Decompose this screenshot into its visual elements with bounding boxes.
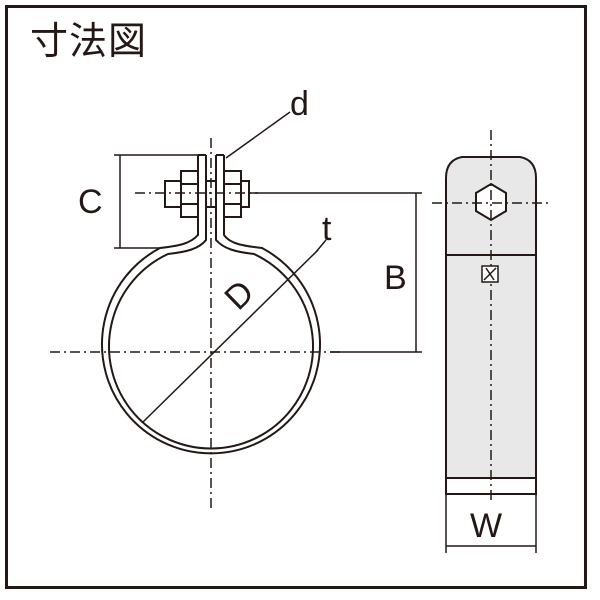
drawing-frame	[5, 5, 587, 589]
dimension-c	[114, 154, 198, 249]
label-diameter: D	[217, 273, 261, 317]
label-b: B	[384, 259, 407, 297]
diameter-line	[142, 249, 319, 423]
clamp-band-inner	[108, 155, 314, 450]
label-w: W	[470, 507, 502, 545]
center-lines	[50, 138, 340, 512]
bolt-diameter-leader	[225, 111, 291, 159]
label-t: t	[322, 210, 332, 248]
label-d: d	[290, 85, 309, 123]
dimension-b	[249, 192, 422, 353]
bolt	[164, 170, 250, 218]
drawing-title: 寸法図	[30, 19, 148, 63]
label-c: C	[78, 183, 103, 221]
dimension-w	[445, 494, 537, 553]
front-view	[50, 111, 422, 512]
side-center-lines	[432, 130, 550, 500]
brand-logo-icon	[481, 265, 499, 283]
side-view	[432, 130, 550, 553]
thickness-leader	[315, 239, 327, 253]
